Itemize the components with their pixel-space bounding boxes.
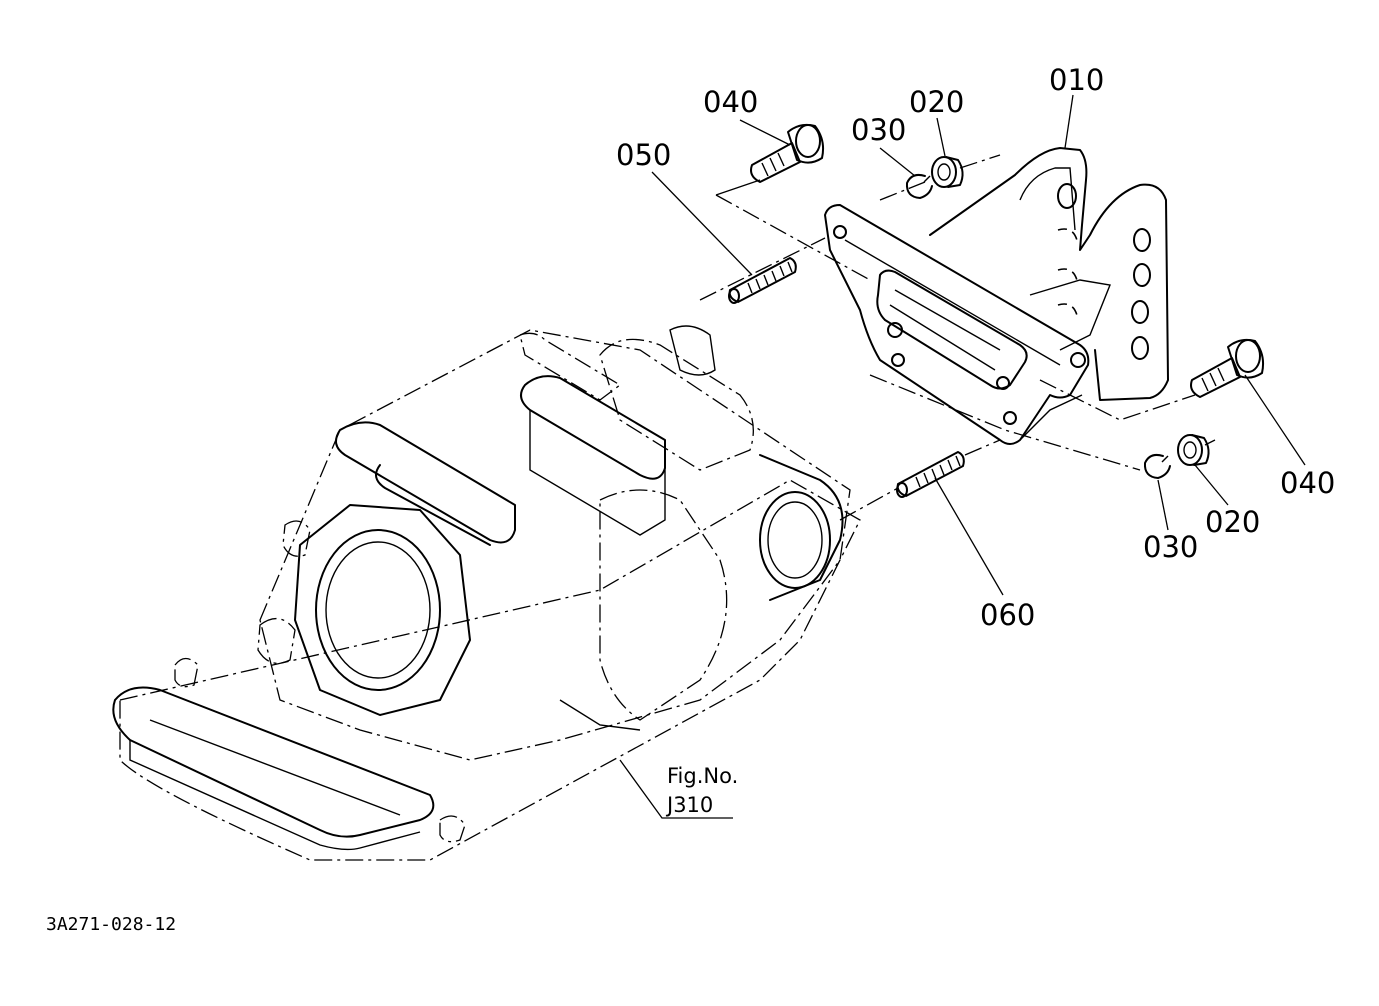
callout-010: 010 bbox=[1049, 63, 1104, 97]
flange-hole-top bbox=[833, 225, 847, 239]
callout-060: 060 bbox=[980, 598, 1035, 632]
flange-hole-right bbox=[1070, 352, 1086, 368]
figure-ref-number: J310 bbox=[665, 793, 713, 817]
part-020-nut-upper bbox=[931, 156, 964, 188]
housing-port-left bbox=[294, 504, 471, 716]
part-040-bolt-lower bbox=[1190, 338, 1265, 398]
document-id: 3A271-028-12 bbox=[46, 914, 176, 935]
callout-030-upper: 030 bbox=[851, 113, 906, 147]
part-020-nut-lower bbox=[1177, 434, 1210, 466]
transmission-housing-outline bbox=[112, 325, 861, 861]
callout-020-lower: 020 bbox=[1205, 505, 1260, 539]
callout-050: 050 bbox=[616, 138, 671, 172]
part-010-bracket bbox=[824, 147, 1169, 445]
callout-040-lower: 040 bbox=[1280, 466, 1335, 500]
part-050-stud bbox=[728, 257, 797, 304]
part-060-stud bbox=[896, 451, 965, 498]
callout-020-upper: 020 bbox=[909, 85, 964, 119]
part-040-bolt-upper bbox=[750, 123, 825, 183]
housing-port-right bbox=[759, 454, 844, 601]
assembly-lines bbox=[699, 154, 1216, 521]
figure-ref-label: Fig.No. bbox=[667, 764, 738, 788]
callout-leaders bbox=[619, 94, 1306, 819]
part-030-lock-washer-lower bbox=[1143, 453, 1171, 479]
callout-030-lower: 030 bbox=[1143, 530, 1198, 564]
part-030-lock-washer-upper bbox=[905, 173, 933, 199]
callout-040-upper: 040 bbox=[703, 85, 758, 119]
